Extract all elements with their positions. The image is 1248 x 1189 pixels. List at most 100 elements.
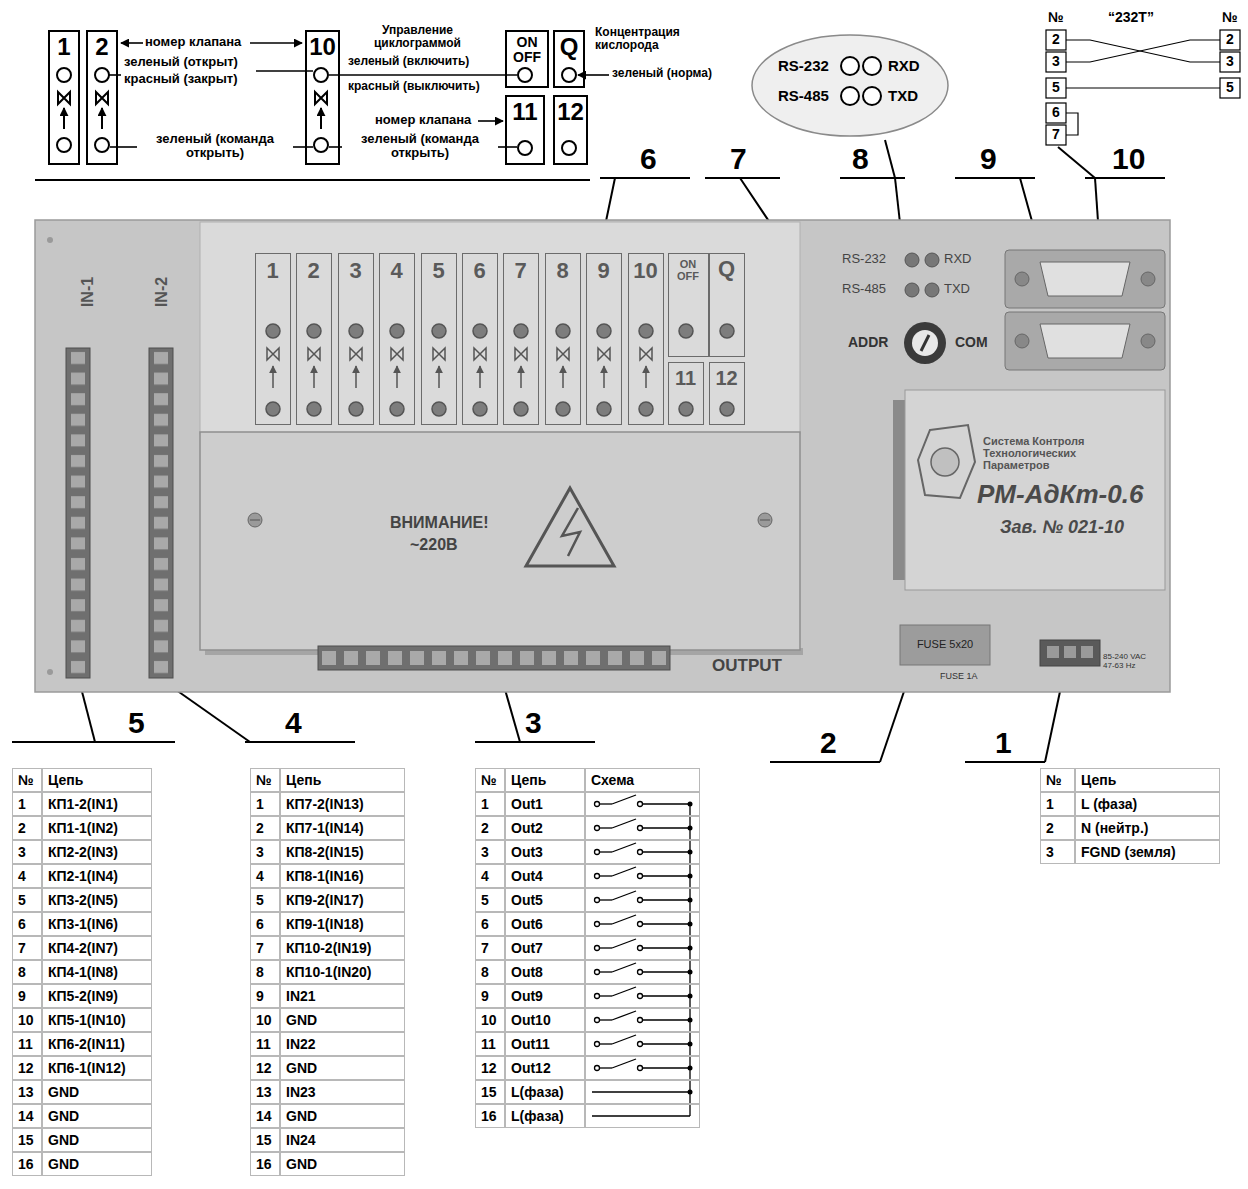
table-cell bbox=[585, 840, 700, 864]
node-label: 1 bbox=[266, 259, 278, 283]
table-text: Out7 bbox=[511, 940, 543, 956]
table-text: IN21 bbox=[286, 988, 316, 1004]
legend-note: зеленый (команда открыть) bbox=[345, 132, 495, 161]
node-label: ВНИМАНИЕ! bbox=[390, 514, 489, 532]
table-text: КП5-2(IN9) bbox=[48, 988, 118, 1004]
table-text: 5 bbox=[18, 892, 26, 908]
table-cell: GND bbox=[42, 1104, 152, 1128]
legend-note: красный (закрыт) bbox=[124, 72, 238, 86]
table-text: КП1-1(IN2) bbox=[48, 820, 118, 836]
node-label: 12 bbox=[557, 99, 584, 125]
valve-indicator: 2 bbox=[296, 253, 332, 425]
table-cell: 9 bbox=[12, 984, 42, 1008]
table-cell: КП2-1(IN4) bbox=[42, 864, 152, 888]
table-text: 11 bbox=[256, 1036, 271, 1052]
table-cell: КП7-2(IN13) bbox=[280, 792, 405, 816]
table-text: Out3 bbox=[511, 844, 543, 860]
oxygen-indicator: Q bbox=[709, 253, 745, 357]
node-label: 12 bbox=[715, 367, 737, 389]
node-label: 10 bbox=[633, 259, 657, 283]
table-cell: КП3-2(IN5) bbox=[42, 888, 152, 912]
table-cell: 5 bbox=[250, 888, 280, 912]
table-cell bbox=[585, 1056, 700, 1080]
table-text: 13 bbox=[256, 1084, 272, 1100]
table-cell: L(фаза) bbox=[505, 1104, 585, 1128]
table-cell: Цепь bbox=[42, 768, 152, 792]
node-label: 6 bbox=[473, 259, 485, 283]
node-label: RS-485 bbox=[778, 88, 829, 105]
table-cell bbox=[585, 792, 700, 816]
table-cell: КП8-2(IN15) bbox=[280, 840, 405, 864]
table-text: № bbox=[18, 772, 34, 788]
table-text: Out2 bbox=[511, 820, 543, 836]
interface-oval: RS-232RXDRS-485TXD bbox=[750, 33, 950, 138]
callout-number: 10 bbox=[1112, 142, 1145, 175]
table-text: КП10-1(IN20) bbox=[286, 964, 372, 980]
legend-indicator-box: Q bbox=[553, 30, 585, 88]
table-text: L (фаза) bbox=[1081, 796, 1137, 812]
table-cell: 9 bbox=[475, 984, 505, 1008]
table-text: 6 bbox=[256, 916, 264, 932]
table-text: 16 bbox=[481, 1108, 497, 1124]
valve-indicator: 3 bbox=[338, 253, 374, 425]
table-cell bbox=[585, 1080, 700, 1104]
table-cell: Out11 bbox=[505, 1032, 585, 1056]
table-cell: N (нейтр.) bbox=[1075, 816, 1220, 840]
table-cell: 14 bbox=[250, 1104, 280, 1128]
table-cell: КП6-1(IN12) bbox=[42, 1056, 152, 1080]
callout-number: 1 bbox=[995, 726, 1012, 759]
table-cell: 13 bbox=[250, 1080, 280, 1104]
legend-note: зеленый (включить) bbox=[348, 55, 469, 68]
table-cell bbox=[585, 1032, 700, 1056]
table-cell: Out4 bbox=[505, 864, 585, 888]
table-text: 6 bbox=[481, 916, 489, 932]
table-cell: 12 bbox=[12, 1056, 42, 1080]
table-cell: Цепь bbox=[1075, 768, 1220, 792]
pin-label: 3 bbox=[1226, 54, 1234, 69]
table-cell: GND bbox=[280, 1152, 405, 1176]
table-cell: GND bbox=[280, 1104, 405, 1128]
valve-indicator: 11 bbox=[668, 362, 704, 425]
table-text: КП2-1(IN4) bbox=[48, 868, 118, 884]
cycle-indicator: ON OFF bbox=[668, 253, 709, 357]
table-cell bbox=[585, 816, 700, 840]
table-text: Out12 bbox=[511, 1060, 551, 1076]
node-label: 2 bbox=[307, 259, 319, 283]
table-cell: Out12 bbox=[505, 1056, 585, 1080]
valve-indicator: 12 bbox=[709, 362, 745, 425]
table-cell bbox=[585, 888, 700, 912]
table-cell: 8 bbox=[250, 960, 280, 984]
legend-note: номер клапана bbox=[375, 113, 471, 127]
table-text: 12 bbox=[256, 1060, 272, 1076]
pin-label: 7 bbox=[1052, 127, 1060, 142]
pin-label: 6 bbox=[1052, 105, 1060, 120]
table-cell: КП7-1(IN14) bbox=[280, 816, 405, 840]
table-cell: 7 bbox=[475, 936, 505, 960]
table-text: IN22 bbox=[286, 1036, 316, 1052]
valve-indicator: 5 bbox=[421, 253, 457, 425]
table-cell: Out1 bbox=[505, 792, 585, 816]
table-text: Схема bbox=[591, 772, 634, 788]
legend-indicator-box: 2 bbox=[86, 30, 118, 165]
table-text: FGND (земля) bbox=[1081, 844, 1176, 860]
table-cell: Out3 bbox=[505, 840, 585, 864]
table-cell: 6 bbox=[12, 912, 42, 936]
table-cell: Out5 bbox=[505, 888, 585, 912]
table-cell: IN21 bbox=[280, 984, 405, 1008]
node-label: 11 bbox=[675, 367, 696, 389]
table-cell: КП1-1(IN2) bbox=[42, 816, 152, 840]
table-cell: 11 bbox=[250, 1032, 280, 1056]
device-panel: IN-1IN-2OUTPUTRS-232RXDRS-485TXDADDRCOMF… bbox=[35, 220, 1170, 692]
table-text: Out6 bbox=[511, 916, 543, 932]
callout-number: 4 bbox=[285, 706, 302, 739]
node-label: 7 bbox=[514, 259, 526, 283]
callout-number: 9 bbox=[980, 142, 997, 175]
node-label: 5 bbox=[432, 259, 444, 283]
node-label: OUTPUT bbox=[712, 657, 782, 676]
valve-indicator: 7 bbox=[503, 253, 539, 425]
node-label: ON OFF bbox=[509, 35, 545, 66]
table-cell: КП1-2(IN1) bbox=[42, 792, 152, 816]
table-cell: 10 bbox=[12, 1008, 42, 1032]
table-text: 12 bbox=[18, 1060, 34, 1076]
